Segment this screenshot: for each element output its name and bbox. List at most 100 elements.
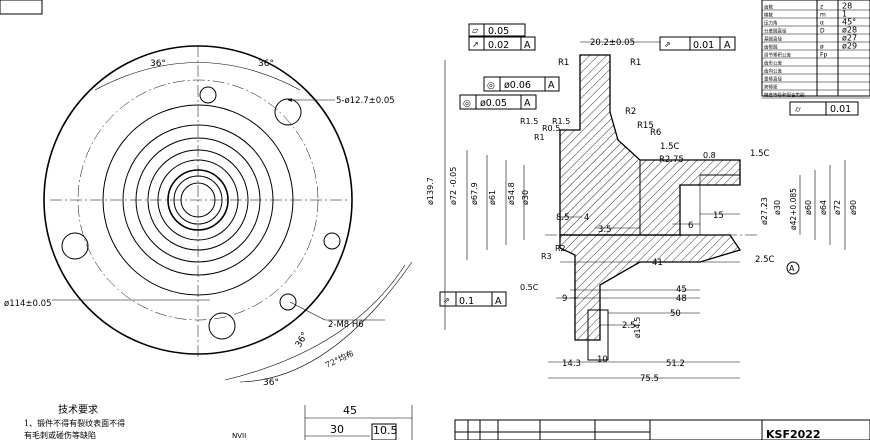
section-upper-body (559, 54, 741, 236)
note-r1-5: R1.5 (520, 117, 538, 126)
parameter-table (761, 0, 870, 97)
angle-label-36-d: 36° (294, 331, 311, 350)
dim-dia-27-23: ø27.23 (760, 197, 769, 225)
angle-arc-bottom (224, 264, 406, 381)
parameter-symbol: m (820, 12, 826, 19)
vertical-dimensions-right: ø90 ø72 ø64 ø60 ø42+0.085 ø30 ø27.23 (760, 160, 858, 250)
parameter-value: 1 (842, 10, 847, 19)
note-1-5c-top: 1.5C (660, 142, 680, 152)
radius-notes: R1 R1 R2 R15 R6 1.5C R2.75 0.8 1.5C R1.5… (520, 58, 775, 292)
parameter-symbol: D (820, 28, 825, 35)
dim-30-bottom: 30 (330, 423, 344, 436)
bolt-hole (61, 232, 89, 260)
parameter-symbol: z (820, 4, 823, 11)
parameter-value: ø29 (842, 42, 857, 51)
svg-text:⌭: ⌭ (795, 105, 801, 114)
tech-req-line-1: 1、锻件不得有裂纹表面不得 (24, 418, 125, 428)
gdt-runout-top (468, 36, 536, 51)
tech-req-title: 技术要求 (58, 403, 98, 416)
dim-3-5: 3.5 (598, 225, 612, 235)
svg-text:A: A (548, 80, 555, 91)
svg-text:0.01: 0.01 (693, 40, 714, 51)
flange-outer-circle (43, 45, 353, 355)
tech-req-fragment: NVII (232, 432, 246, 440)
dim-dia-30: ø30 (521, 190, 530, 205)
svg-text:⇗: ⇗ (664, 40, 671, 49)
gdt-cylindricity (789, 101, 859, 116)
gdt-runout-bottom (439, 291, 507, 307)
svg-text:A: A (524, 40, 531, 51)
dim-10-5-bottom: 10.5 (373, 424, 398, 437)
parameter-value: 45° (842, 18, 856, 27)
dim-45-bottom: 45 (343, 404, 357, 417)
gdt-concentricity-1 (483, 76, 560, 92)
note-r3: R3 (541, 252, 552, 261)
svg-text:A: A (724, 40, 731, 51)
hole-callout: 5-ø12.7±0.05 (336, 96, 395, 106)
svg-text:◎: ◎ (463, 99, 471, 109)
tapped-hole (323, 232, 341, 250)
bolt-hole (208, 312, 236, 340)
bolt-circle (77, 79, 319, 321)
dim-75-5: 75.5 (640, 374, 659, 384)
angle-label-36-b: 36° (258, 59, 274, 69)
hub-circle-1 (122, 124, 274, 276)
thread-callout: 2-M8 H6 (328, 320, 364, 330)
bore-core-circle (180, 182, 216, 218)
parameter-label: 齿根圆 (764, 44, 778, 51)
bolt-circle-callout: ø114±0.05 (4, 299, 51, 309)
dim-10: 10 (597, 355, 608, 365)
hub-circle-4 (157, 159, 239, 241)
dim-6: 6 (688, 221, 693, 231)
svg-text:↗: ↗ (472, 40, 479, 49)
parameter-value: ø28 (842, 26, 857, 35)
dim-50: 50 (670, 309, 681, 319)
dim-41: 41 (652, 258, 663, 268)
svg-text:0.1: 0.1 (459, 296, 474, 307)
svg-text:0.01: 0.01 (830, 104, 851, 115)
svg-text:A: A (495, 296, 502, 307)
parameter-symbol: α (820, 20, 824, 27)
dim-dia-64: ø64 (819, 200, 828, 215)
hub-circle-2 (135, 137, 261, 263)
tapped-hole (279, 293, 297, 311)
dim-dia-42: ø42+0.085 (789, 188, 798, 230)
dim-51-2: 51.2 (666, 359, 685, 369)
svg-text:▱: ▱ (472, 26, 479, 35)
tech-req-line-2: 有毛刺或碰伤等缺陷 (24, 430, 96, 440)
angle-arc-top (94, 62, 301, 91)
parameter-label: 量棒直径 (764, 76, 782, 83)
dim-14-3: 14.3 (562, 359, 581, 369)
note-r15: R15 (637, 121, 654, 131)
front-view: 36° 36° 36° 36° 72°均布 5-ø12.7±0.05 ø114±… (4, 45, 413, 388)
datum-a-label: A (789, 264, 795, 273)
note-r1-top: R1 (558, 58, 569, 68)
top-left-box (0, 0, 43, 15)
note-r1-5-b: R1.5 (552, 117, 570, 126)
parameter-label: 基圆直径 (764, 36, 782, 43)
dim-dia-14-5: ø14.5 (633, 316, 642, 338)
angle-arc-bottom-outer (239, 261, 413, 383)
note-r6: R6 (650, 128, 661, 138)
angle-label-36-c: 36° (263, 378, 279, 388)
gdt-total-runout (659, 36, 736, 51)
note-1-5c-right: 1.5C (750, 149, 770, 159)
vertical-dimensions-left: ø139.7 ø72 -0.05 ø67.9 ø61 ø54.8 ø30 (426, 60, 530, 330)
parameter-label: 周节累积公差 (764, 52, 791, 59)
hub-circle-3 (147, 149, 249, 251)
dim-dia-54-8: ø54.8 (507, 182, 516, 205)
bore-inner-circle (173, 175, 223, 225)
bolt-hole (274, 98, 302, 126)
note-r2-bottom: R2 (555, 244, 566, 253)
svg-text:ø0.05: ø0.05 (480, 98, 507, 109)
note-r1-right: R1 (630, 58, 641, 68)
dim-4: 4 (584, 213, 589, 223)
parameter-label: 分度圆直径 (764, 28, 787, 35)
dim-dia-72: ø72 -0.05 (449, 167, 458, 205)
svg-text:ø0.06: ø0.06 (504, 80, 531, 91)
note-r2-top: R2 (625, 107, 636, 117)
flange-step-circle (102, 104, 294, 296)
